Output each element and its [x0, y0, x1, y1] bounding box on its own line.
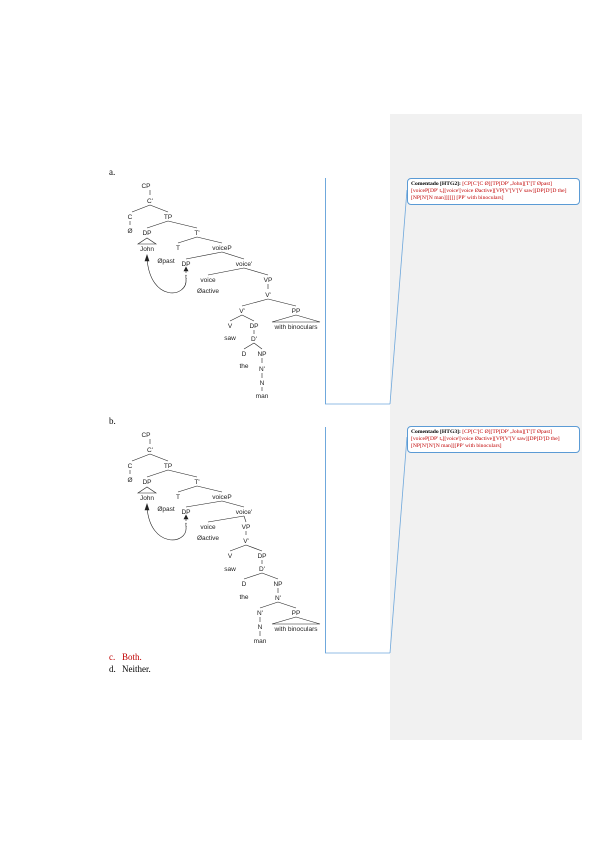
node-label: N: [260, 380, 265, 387]
node-label: TP: [164, 214, 172, 221]
node-label: the: [239, 363, 248, 370]
node-label: CP: [141, 183, 150, 190]
node-label: PP: [292, 610, 301, 617]
option-d-letter: d.: [109, 664, 116, 674]
node-label: N': [259, 366, 265, 373]
syntax-tree-b: CP C' C Ø TP DP John T' T Øpast voiceP D…: [127, 432, 321, 645]
node-label: Øactive: [197, 535, 219, 542]
node-label: with binoculars: [274, 324, 319, 331]
comment-text: [CP[C'[C Ø][TP[DP' ₑJohn][T'[T Øpast][vo…: [411, 181, 567, 201]
node-label: with binoculars: [274, 626, 319, 633]
option-b-label: b.: [109, 416, 116, 426]
comment-author: Comentado [HTG3]:: [411, 429, 461, 435]
node-label: N': [257, 610, 263, 617]
node-label: voiceP: [212, 245, 232, 252]
node-label: John: [140, 246, 154, 253]
node-label: DP: [249, 323, 258, 330]
comment-author: Comentado [HTG2]:: [411, 181, 461, 187]
option-c: c. Both.: [109, 652, 142, 662]
node-label: T': [194, 479, 199, 486]
node-label: voice: [200, 277, 216, 284]
node-label: TP: [164, 463, 172, 470]
node-label: V: [228, 323, 233, 330]
node-label: VP: [264, 277, 273, 284]
node-label: NP: [273, 581, 282, 588]
node-label: Ø: [127, 228, 132, 235]
node-label: T: [176, 494, 180, 501]
option-d: d. Neither.: [109, 664, 151, 674]
syntax-tree-a: CP C' C Ø TP DP John T' T Øpast voiceP D…: [127, 183, 321, 400]
node-label: John: [140, 495, 154, 502]
node-label: DP: [181, 261, 190, 268]
node-label: T': [194, 230, 199, 237]
node-label: Ø: [127, 477, 132, 484]
node-label: D': [251, 336, 257, 343]
comment-anchor-line: [325, 427, 326, 653]
node-label: C': [147, 447, 153, 454]
node-label: t: [185, 274, 187, 281]
node-label: N: [258, 624, 263, 631]
node-label: C': [147, 198, 153, 205]
node-label: Øpast: [157, 506, 175, 513]
node-label: DP: [257, 553, 266, 560]
comment-balloon[interactable]: Comentado [HTG2]: [CP[C'[C Ø][TP[DP' ₑJo…: [407, 178, 580, 205]
node-label: T: [176, 245, 180, 252]
node-label: C: [128, 214, 133, 221]
node-label: t: [185, 522, 187, 529]
option-c-text: Both.: [122, 652, 142, 662]
option-c-letter: c.: [109, 652, 116, 662]
node-label: Øpast: [157, 258, 175, 265]
comment-text: [CP[C'[C Ø][TP[DP' ₑJohn][T'[T Øpast][vo…: [411, 429, 560, 449]
node-label: V': [265, 292, 271, 299]
node-label: voice: [200, 524, 216, 531]
node-label: PP: [292, 308, 301, 315]
node-label: saw: [224, 335, 236, 342]
node-label: V': [243, 538, 249, 545]
option-d-text: Neither.: [122, 664, 151, 674]
node-label: the: [239, 594, 248, 601]
comment-balloon[interactable]: Comentado [HTG3]: [CP[C'[C Ø][TP[DP' ₑJo…: [407, 426, 580, 453]
node-label: man: [254, 638, 267, 645]
node-label: NP: [257, 351, 266, 358]
node-label: CP: [141, 432, 150, 439]
node-label: man: [256, 393, 269, 400]
comment-anchor-line: [325, 178, 326, 404]
node-label: voice': [236, 509, 252, 516]
node-label: N': [275, 595, 281, 602]
node-label: D: [242, 581, 247, 588]
node-label: V: [228, 553, 233, 560]
node-label: D: [242, 351, 247, 358]
node-label: D': [259, 566, 265, 573]
node-label: DP: [181, 509, 190, 516]
option-a-label: a.: [109, 167, 116, 177]
node-label: DP: [142, 230, 151, 237]
node-label: Øactive: [197, 288, 219, 295]
node-label: DP: [142, 479, 151, 486]
node-label: V': [239, 308, 245, 315]
node-label: VP: [242, 524, 251, 531]
node-label: C: [128, 463, 133, 470]
node-label: saw: [224, 566, 236, 573]
node-label: voiceP: [212, 494, 232, 501]
node-label: voice': [236, 261, 252, 268]
